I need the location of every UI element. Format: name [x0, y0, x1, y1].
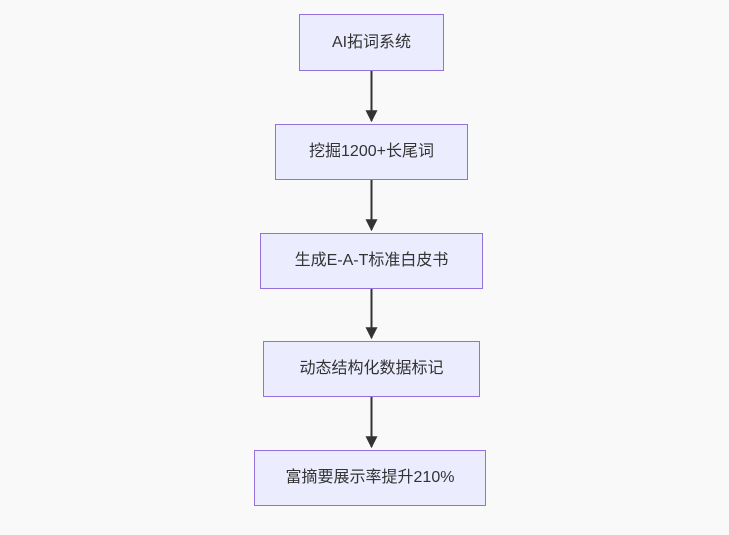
- node-label: 动态结构化数据标记: [299, 360, 444, 377]
- node-label: 富摘要展示率提升210%: [285, 469, 455, 486]
- flowchart-node-rich-snippet-uplift: 富摘要展示率提升210%: [254, 450, 486, 506]
- flowchart-node-eat-whitepaper: 生成E-A-T标准白皮书: [260, 233, 483, 289]
- node-label: 生成E-A-T标准白皮书: [294, 252, 449, 269]
- flowchart-node-ai-keyword-system: AI拓词系统: [299, 14, 444, 71]
- flowchart-node-structured-data-markup: 动态结构化数据标记: [263, 341, 480, 397]
- node-label: AI拓词系统: [331, 33, 412, 51]
- flowchart-node-longtail-mining: 挖掘1200+长尾词: [275, 124, 468, 180]
- node-label: 挖掘1200+长尾词: [309, 143, 434, 160]
